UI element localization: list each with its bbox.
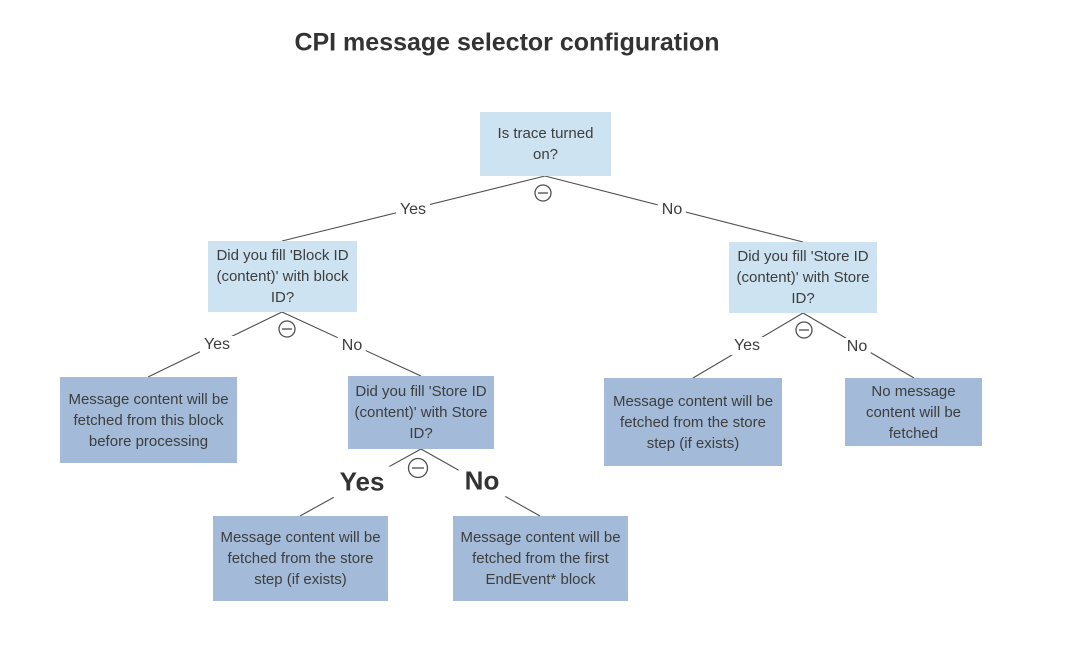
- node-result-block-content[interactable]: Message content will be fetched from thi…: [60, 377, 237, 463]
- edge-label-mid-yes: Yes: [333, 466, 391, 498]
- collapse-minus-icon[interactable]: [534, 184, 552, 202]
- edge-label-root-yes: Yes: [395, 201, 431, 219]
- edge-label-root-no: No: [657, 201, 687, 219]
- collapse-minus-icon[interactable]: [278, 320, 296, 338]
- collapse-minus-icon[interactable]: [795, 321, 813, 339]
- edge-label-right-no: No: [842, 338, 872, 356]
- node-result-endevent[interactable]: Message content will be fetched from the…: [453, 516, 628, 601]
- node-store-id-question-right[interactable]: Did you fill 'Store ID (content)' with S…: [729, 242, 877, 313]
- edge-label-block-yes: Yes: [199, 336, 235, 354]
- node-result-no-content[interactable]: No message content will be fetched: [845, 378, 982, 446]
- node-block-id-question[interactable]: Did you fill 'Block ID (content)' with b…: [208, 241, 357, 312]
- node-result-store-step-right[interactable]: Message content will be fetched from the…: [604, 378, 782, 466]
- collapse-minus-icon[interactable]: [407, 457, 429, 479]
- node-root-question[interactable]: Is trace turned on?: [480, 112, 611, 176]
- edge-label-block-no: No: [337, 337, 367, 355]
- page-title: CPI message selector configuration: [294, 28, 720, 57]
- edge-label-right-yes: Yes: [729, 337, 765, 355]
- node-result-store-step[interactable]: Message content will be fetched from the…: [213, 516, 388, 601]
- edge-label-mid-no: No: [458, 465, 506, 497]
- node-store-id-question-mid[interactable]: Did you fill 'Store ID (content)' with S…: [348, 376, 494, 449]
